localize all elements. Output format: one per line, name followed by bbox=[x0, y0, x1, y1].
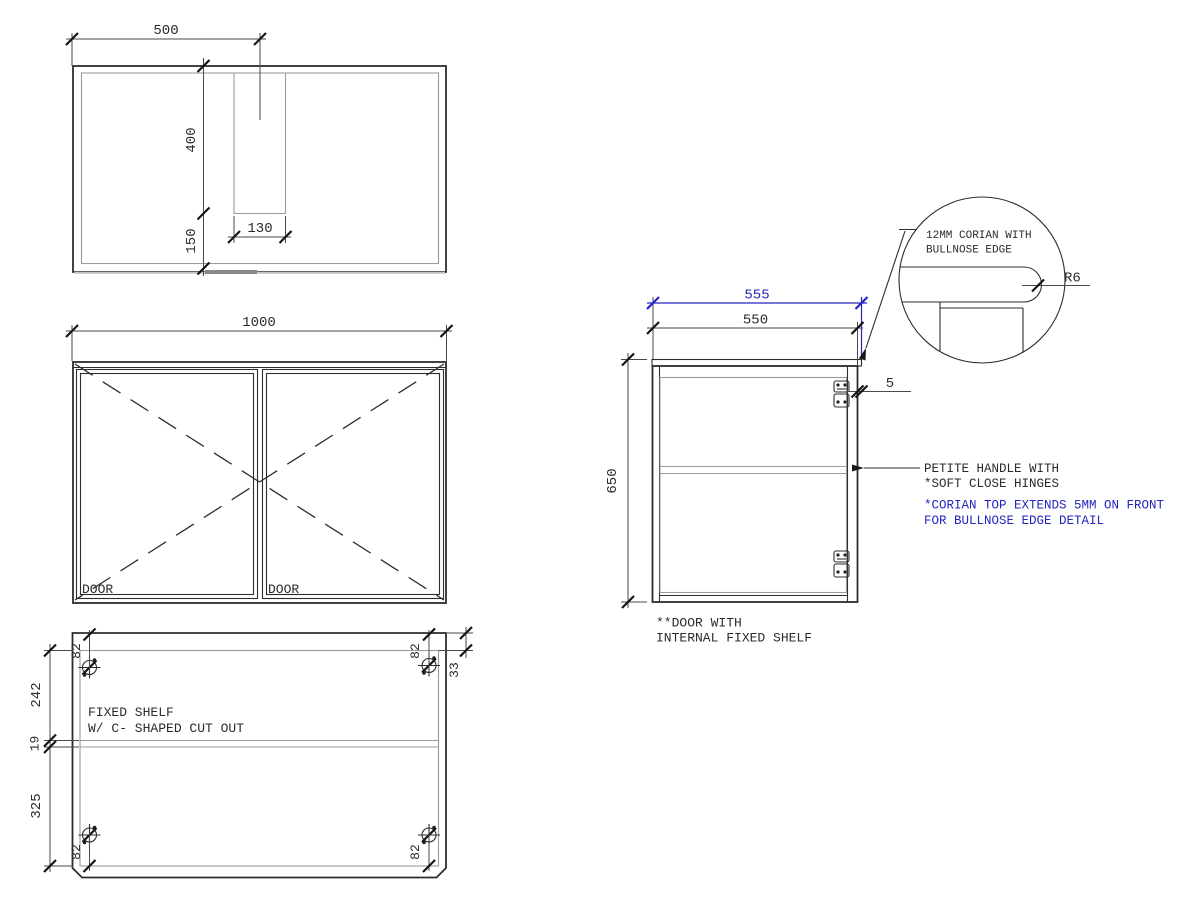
dim-shelf-back-depth: 325 bbox=[29, 793, 45, 818]
dim-hinge-top-left: 82 bbox=[69, 643, 84, 659]
door-swing-diagonal bbox=[74, 363, 445, 601]
dim-top-depth: 400 bbox=[184, 127, 200, 152]
dim-carcass-width: 550 bbox=[743, 313, 768, 329]
bullnose-detail-circle: 12MM CORIAN WITH BULLNOSE EDGE R6 bbox=[858, 196, 1090, 364]
dim-shelf-thickness: 19 bbox=[28, 736, 43, 752]
corian-note-line1: *CORIAN TOP EXTENDS 5MM ON FRONT bbox=[924, 499, 1165, 513]
side-view: 555 550 650 5 **DOOR WITH INTERNAL FIXED… bbox=[605, 288, 920, 646]
door-left bbox=[75, 368, 259, 600]
detail-note-line1: 12MM CORIAN WITH bbox=[926, 230, 1032, 242]
dim-top-width: 500 bbox=[153, 23, 178, 39]
dim-radius: R6 bbox=[1064, 271, 1081, 287]
corian-top-profile bbox=[651, 358, 863, 367]
dim-side-offset: 33 bbox=[447, 662, 462, 678]
fixed-shelf-note-line2: W/ C- SHAPED CUT OUT bbox=[88, 721, 244, 736]
cabinet-front-outline bbox=[72, 361, 447, 604]
dim-front-width: 1000 bbox=[242, 315, 276, 331]
dim-top-back: 150 bbox=[184, 228, 200, 253]
detail-leader-arrow bbox=[858, 230, 906, 361]
shelf-plan-view: 82 82 82 82 33 242 19 325 FIXED SHELF W/… bbox=[28, 626, 473, 879]
corian-note-line2: FOR BULLNOSE EDGE DETAIL bbox=[924, 514, 1104, 528]
handle-note-line2: *SOFT CLOSE HINGES bbox=[924, 477, 1059, 491]
door-swing-diagonal bbox=[74, 363, 445, 601]
annotation-notes: PETITE HANDLE WITH *SOFT CLOSE HINGES *C… bbox=[924, 462, 1165, 528]
dim-top-cutout: 130 bbox=[247, 221, 272, 237]
door-right bbox=[261, 368, 445, 600]
front-view: DOOR DOOR 1000 bbox=[65, 315, 454, 604]
cabinet-side-outline bbox=[651, 365, 859, 603]
side-note-line2: INTERNAL FIXED SHELF bbox=[656, 631, 812, 646]
bullnose-profile bbox=[899, 266, 1043, 303]
dim-overhang: 5 bbox=[886, 376, 894, 392]
dim-height: 650 bbox=[605, 468, 621, 493]
dim-overall-width: 555 bbox=[744, 288, 769, 304]
fixed-shelf-note-line1: FIXED SHELF bbox=[88, 705, 174, 720]
dim-hinge-bottom-left: 82 bbox=[69, 844, 84, 860]
handle-note-line1: PETITE HANDLE WITH bbox=[924, 462, 1059, 476]
cabinet-shelf-outline bbox=[71, 632, 447, 879]
cutout-slot bbox=[233, 73, 287, 215]
detail-note-line2: BULLNOSE EDGE bbox=[926, 245, 1012, 257]
door-right-label: DOOR bbox=[268, 582, 299, 597]
dim-shelf-front-depth: 242 bbox=[29, 682, 45, 707]
door-left-label: DOOR bbox=[82, 582, 113, 597]
top-plan-view: 500 400 150 130 bbox=[65, 23, 447, 276]
side-note-line1: **DOOR WITH bbox=[656, 616, 742, 631]
dim-hinge-bottom-right: 82 bbox=[408, 844, 423, 860]
detail-circle-outline bbox=[898, 196, 1066, 364]
dim-hinge-top-right: 82 bbox=[408, 643, 423, 659]
